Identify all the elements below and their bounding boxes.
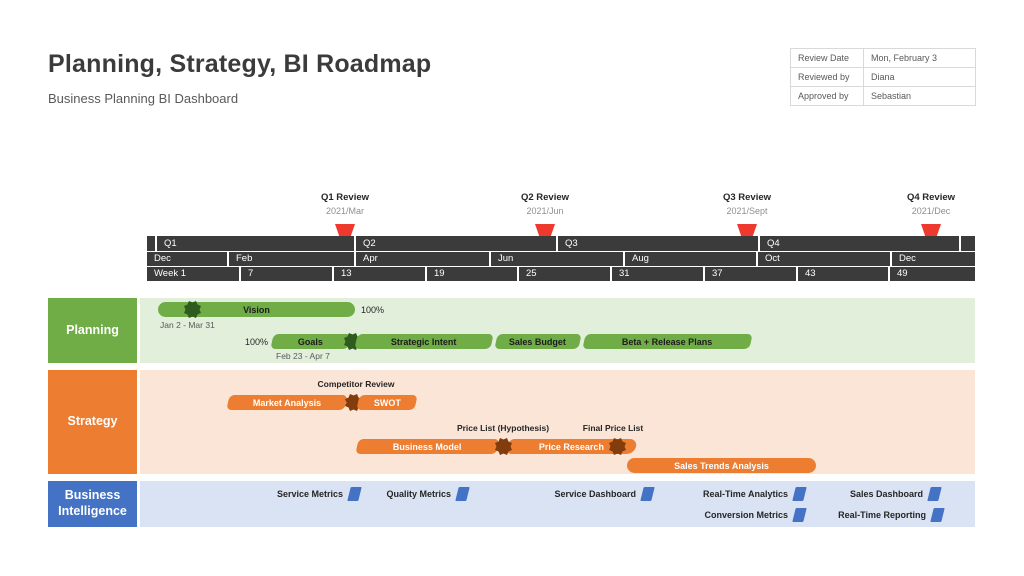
review-date-label: Review Date <box>790 48 864 68</box>
week-cell: 25 <box>519 267 610 281</box>
task-bar-label: Sales Budget <box>509 336 567 347</box>
bi-marker-icon[interactable] <box>927 486 942 501</box>
bi-marker-icon[interactable] <box>640 486 655 501</box>
week-cell: 7 <box>241 267 332 281</box>
table-row: Review Date Mon, February 3 <box>790 48 976 68</box>
quarter-cell-q3: Q3 <box>558 236 758 251</box>
strategy-lane-background <box>140 370 975 474</box>
milestone-label: Q2 Review <box>520 192 570 203</box>
month-cell: Jun <box>491 252 623 266</box>
progress-value: 100% <box>361 305 385 315</box>
milestone-date: 2021/Sept <box>726 206 768 216</box>
milestone-q4-review: Q4 Review 2021/Dec <box>869 192 993 216</box>
task-bar-strategic-intent[interactable]: Strategic Intent <box>354 334 494 349</box>
week-cell: Week 1 <box>147 267 239 281</box>
review-date-value: Mon, February 3 <box>863 48 976 68</box>
week-cell: 37 <box>705 267 796 281</box>
bi-item-real-time-analytics: Real-Time Analytics <box>702 486 807 501</box>
bi-item-quality-metrics: Quality Metrics <box>386 486 470 501</box>
month-cell: Aug <box>625 252 756 266</box>
bi-item-label: Quality Metrics <box>386 488 451 499</box>
bi-marker-icon[interactable] <box>930 507 945 522</box>
week-cell: 43 <box>798 267 888 281</box>
quarter-cell-partial <box>961 236 975 251</box>
approved-by-value: Sebastian <box>863 86 976 106</box>
task-bar-label: Strategic Intent <box>391 336 457 347</box>
milestone-q1-review: Q1 Review 2021/Mar <box>283 192 407 216</box>
quarter-cell-q2: Q2 <box>356 236 556 251</box>
month-cell: Dec <box>892 252 975 266</box>
table-row: Reviewed by Diana <box>790 67 976 87</box>
task-bar-sales-trends-analysis[interactable]: Sales Trends Analysis <box>627 458 816 473</box>
bi-item-label: Service Dashboard <box>554 488 636 499</box>
task-bar-label: Business Model <box>393 441 462 452</box>
table-row: Approved by Sebastian <box>790 86 976 106</box>
bi-item-conversion-metrics: Conversion Metrics <box>704 507 807 522</box>
lane-label-planning: Planning <box>48 298 137 363</box>
quarter-cell-q1: Q1 <box>157 236 354 251</box>
milestone-q3-review: Q3 Review 2021/Sept <box>685 192 809 216</box>
task-bar-label: SWOT <box>373 397 401 408</box>
lane-label-business-intelligence: Business Intelligence <box>48 481 137 527</box>
task-bar-label: Goals <box>298 336 324 347</box>
bi-item-label: Sales Dashboard <box>849 488 923 499</box>
approved-by-label: Approved by <box>790 86 864 106</box>
task-bar-goals[interactable]: Goals <box>270 334 352 349</box>
week-cell: 13 <box>334 267 425 281</box>
month-cell: Apr <box>356 252 489 266</box>
milestone-label: Q3 Review <box>722 192 772 203</box>
milestone-label: Q4 Review <box>906 192 956 203</box>
milestone-date: 2021/Dec <box>911 206 951 216</box>
task-bar-label: Price Research <box>539 441 605 452</box>
reviewed-by-label: Reviewed by <box>790 67 864 87</box>
quarter-cell-partial <box>147 236 155 251</box>
week-cell: 31 <box>612 267 703 281</box>
caption-final-price-list: Final Price List <box>582 423 644 433</box>
task-bar-label: Sales Trends Analysis <box>674 460 769 471</box>
bi-item-service-metrics: Service Metrics <box>276 486 362 501</box>
bi-item-sales-dashboard: Sales Dashboard <box>849 486 942 501</box>
task-dates: Feb 23 - Apr 7 <box>276 351 330 361</box>
bi-marker-icon[interactable] <box>792 507 807 522</box>
task-bar-swot[interactable]: SWOT <box>356 395 418 410</box>
bi-marker-icon[interactable] <box>347 486 362 501</box>
week-cell: 49 <box>890 267 975 281</box>
milestone-q2-review: Q2 Review 2021/Jun <box>483 192 607 216</box>
week-cell: 19 <box>427 267 517 281</box>
bi-item-label: Service Metrics <box>276 488 343 499</box>
quarter-cell-q4: Q4 <box>760 236 959 251</box>
milestone-date: 2021/Mar <box>325 206 365 216</box>
bi-item-label: Real-Time Reporting <box>838 509 926 520</box>
bi-item-service-dashboard: Service Dashboard <box>554 486 655 501</box>
bi-item-label: Conversion Metrics <box>704 509 788 520</box>
task-bar-label: Vision <box>243 304 270 315</box>
month-cell: Oct <box>758 252 890 266</box>
bi-marker-icon[interactable] <box>455 486 470 501</box>
task-bar-label: Market Analysis <box>252 397 322 408</box>
page-subtitle: Business Planning BI Dashboard <box>48 91 239 106</box>
page-title: Planning, Strategy, BI Roadmap <box>48 50 432 78</box>
task-dates: Jan 2 - Mar 31 <box>160 320 215 330</box>
review-table: Review Date Mon, February 3 Reviewed by … <box>790 48 976 106</box>
task-bar-vision[interactable]: Vision <box>158 302 355 317</box>
bi-item-real-time-reporting: Real-Time Reporting <box>838 507 945 522</box>
task-bar-business-model[interactable]: Business Model <box>355 439 500 454</box>
bi-item-label: Real-Time Analytics <box>702 488 788 499</box>
bi-lane-background <box>140 481 975 527</box>
progress-value: 100% <box>244 337 268 347</box>
caption-competitor-review: Competitor Review <box>317 379 395 389</box>
milestone-label: Q1 Review <box>320 192 370 203</box>
month-cell: Dec <box>147 252 227 266</box>
reviewed-by-value: Diana <box>863 67 976 87</box>
task-bar-market-analysis[interactable]: Market Analysis <box>226 395 348 410</box>
month-cell: Feb <box>229 252 354 266</box>
caption-price-list-hypothesis: Price List (Hypothesis) <box>456 423 550 433</box>
task-bar-sales-budget[interactable]: Sales Budget <box>494 334 582 349</box>
lane-label-strategy: Strategy <box>48 370 137 474</box>
task-bar-beta-release-plans[interactable]: Beta + Release Plans <box>582 334 753 349</box>
task-bar-label: Beta + Release Plans <box>622 336 713 347</box>
bi-marker-icon[interactable] <box>792 486 807 501</box>
milestone-date: 2021/Jun <box>526 206 564 216</box>
